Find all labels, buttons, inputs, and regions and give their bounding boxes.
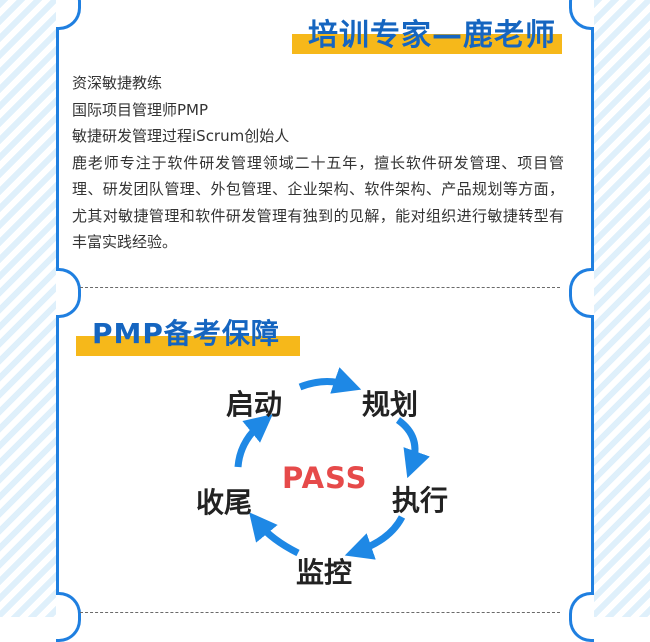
arrow-plan-to-execute: [395, 417, 430, 479]
cycle-step-plan: 规划: [362, 388, 419, 421]
pmp-title-block: PMP备考保障: [76, 312, 300, 358]
pmp-title-highlight: [76, 336, 300, 356]
card-notch-left-top: [56, 0, 81, 30]
cycle-step-monitor: 监控: [296, 556, 353, 589]
trainer-credential-3: 敏捷研发管理过程iScrum创始人: [72, 127, 290, 145]
pmp-process-cycle: 启动 规划 执行 监控 收尾 PASS: [180, 365, 480, 595]
trainer-title-block: 培训专家—鹿老师: [292, 8, 562, 56]
arrow-start-to-plan: [298, 367, 362, 394]
trainer-credential-1: 资深敏捷教练: [72, 74, 163, 92]
cycle-center-pass: PASS: [282, 461, 368, 495]
trainer-bio: 资深敏捷教练 国际项目管理师PMP 敏捷研发管理过程iScrum创始人 鹿老师专…: [72, 70, 564, 256]
cycle-step-execute: 执行: [392, 484, 449, 517]
arrow-close-to-start: [234, 414, 273, 468]
card-notch-right-top: [569, 0, 594, 30]
arrow-monitor-to-close: [249, 512, 300, 557]
section-divider-2: [80, 612, 560, 613]
pmp-title: PMP备考保障: [92, 317, 280, 350]
trainer-description: 鹿老师专注于软件研发管理领域二十五年，擅长软件研发管理、项目管理、研发团队管理、…: [72, 153, 564, 252]
trainer-title: 培训专家—鹿老师: [308, 18, 556, 53]
card-notch-left-mid: [56, 268, 81, 318]
card-notch-right-mid: [569, 268, 594, 318]
cycle-step-close: 收尾: [196, 486, 253, 519]
cycle-step-initiate: 启动: [226, 388, 283, 421]
card-notch-right-bottom: [569, 592, 594, 642]
trainer-credential-2: 国际项目管理师PMP: [72, 100, 209, 119]
arrow-execute-to-monitor: [344, 515, 406, 560]
card-notch-left-bottom: [56, 592, 81, 642]
cycle-arrows: [234, 367, 430, 560]
trainer-title-highlight: [292, 34, 562, 54]
section-divider-1: [80, 287, 560, 288]
